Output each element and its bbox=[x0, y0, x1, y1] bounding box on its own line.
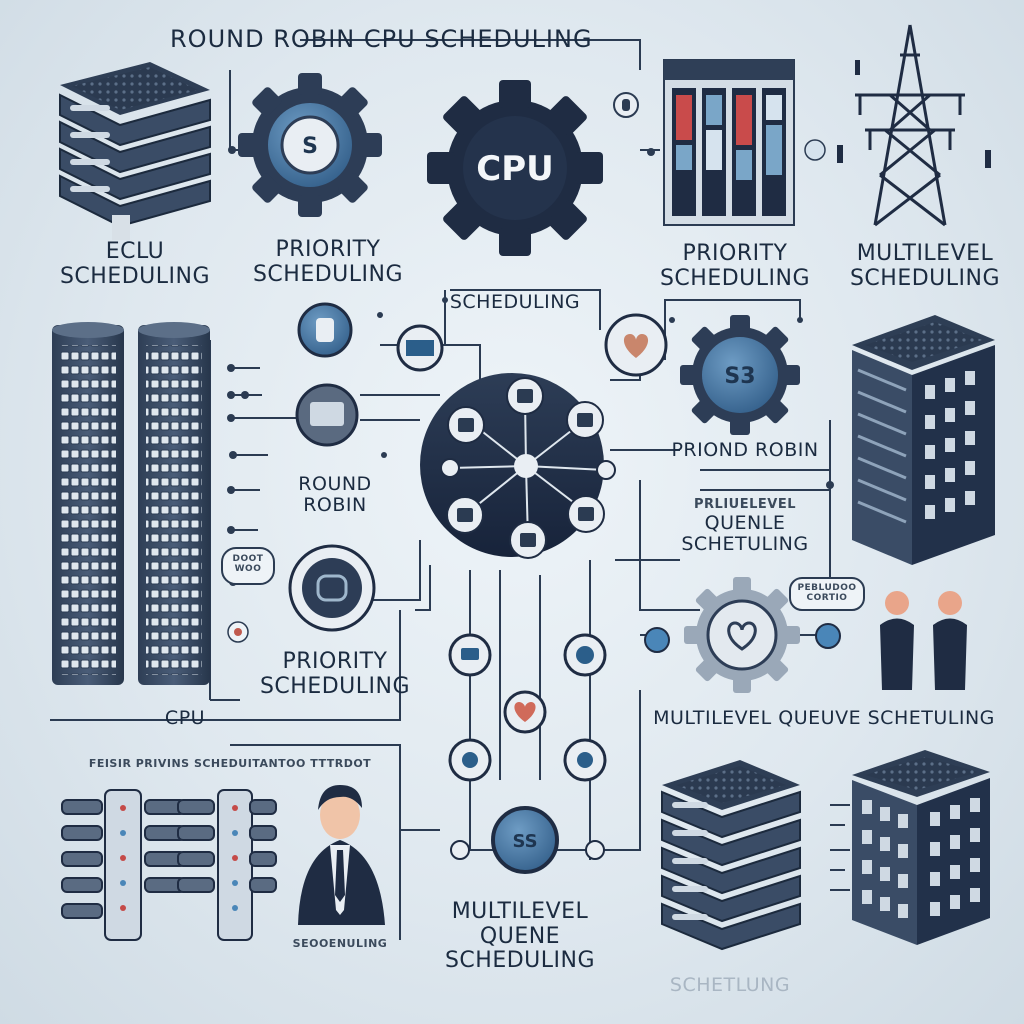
label-multilevel-queue-right: MULTILEVEL QUEUVE SCHETULING bbox=[653, 707, 995, 729]
label-round-robin-line2: ROBIN bbox=[303, 494, 367, 517]
ss-node: SS bbox=[491, 806, 559, 874]
blue-dot-icons bbox=[644, 623, 841, 653]
label-bottom-small: SEOOENULING bbox=[292, 937, 388, 950]
priority-gear-top: S bbox=[238, 73, 382, 217]
label-queue-right-line2: QUENLE bbox=[704, 511, 786, 534]
label-multilevel-bottom-line3: SCHEDULING bbox=[444, 948, 596, 974]
server-stack-top-left bbox=[59, 62, 211, 240]
label-scheduling-center: SCHEDULING bbox=[449, 291, 581, 313]
server-rack-left bbox=[52, 322, 210, 685]
label-priority-top-line1: PRIORITY bbox=[275, 237, 381, 262]
label-queue-right-line3: SCHETULING bbox=[681, 532, 809, 555]
node-label-ss: SS bbox=[512, 831, 537, 852]
label-top-left-line2: SCHEDULING bbox=[59, 263, 211, 289]
label-multilevel-top-line2: SCHEDULING bbox=[849, 265, 1001, 291]
priority-icon bbox=[288, 544, 376, 632]
label-multilevel-top: MULTILEVEL SCHEDULING bbox=[830, 241, 1020, 291]
bubble-right-line1: PEBLUDOO bbox=[797, 583, 857, 593]
central-hub bbox=[420, 373, 616, 559]
label-bottom-strip: FEISIR PRIVINS SCHEDUITANTOO TTTRDOT bbox=[88, 757, 372, 770]
bubble-left-line1: DOOT bbox=[232, 554, 264, 564]
transmission-tower bbox=[855, 24, 965, 227]
s3-gear: S3 bbox=[680, 315, 800, 435]
mini-icon-left bbox=[227, 621, 249, 643]
icon-barcode bbox=[396, 324, 444, 372]
bubble-right-line2: CORTIO bbox=[806, 593, 848, 604]
mini-racks-bottom-left bbox=[61, 789, 277, 941]
label-multilevel-bottom-line2: QUENE bbox=[479, 923, 561, 949]
label-priority-top: PRIORITY SCHEDULING bbox=[228, 237, 428, 287]
label-priority-left: PRIORITY SCHEDULING bbox=[245, 649, 425, 699]
cpu-label: CPU bbox=[476, 149, 553, 189]
label-priority-right-line1: PRIORITY bbox=[682, 241, 788, 266]
server-tower-right bbox=[852, 315, 995, 565]
heart-icon bbox=[604, 313, 668, 377]
connector-lines bbox=[50, 39, 850, 940]
label-priority-left-line2: SCHEDULING bbox=[259, 673, 411, 699]
label-priority-left-line1: PRIORITY bbox=[282, 649, 388, 674]
businessman bbox=[298, 785, 385, 925]
speech-bubble-right bbox=[789, 577, 865, 611]
speech-bubble-left bbox=[221, 547, 275, 585]
gear-label-s: S bbox=[302, 134, 318, 159]
label-top-left-line1: ECLU bbox=[105, 239, 165, 264]
server-cabinet-top bbox=[663, 59, 826, 226]
diagram-title: ROUND ROBIN CPU SCHEDULING bbox=[170, 25, 593, 53]
tower-insulators bbox=[837, 60, 991, 168]
label-cpu-bottom: CPU bbox=[164, 707, 206, 729]
label-priority-top-line2: SCHEDULING bbox=[252, 261, 404, 287]
queue-nodes bbox=[448, 633, 607, 860]
label-top-left: ECLU SCHEDULING bbox=[30, 239, 240, 289]
label-queue-right: PRLIUELEVEL QUENLE SCHETULING bbox=[660, 497, 830, 555]
label-bottom-faint: SCHETLUNG bbox=[669, 974, 791, 996]
label-round-robin-line1: ROUND bbox=[298, 473, 372, 495]
label-priority-right: PRIORITY SCHEDULING bbox=[640, 241, 830, 291]
label-priond-robin: PRIOND ROBIN bbox=[671, 439, 819, 461]
label-queue-right-line1: PRLIUELEVEL bbox=[694, 497, 796, 512]
bubble-left-text: DOOT WOO bbox=[224, 554, 272, 574]
label-multilevel-top-line1: MULTILEVEL bbox=[856, 241, 994, 266]
small-icon-top bbox=[613, 92, 639, 118]
icon-folder bbox=[295, 383, 359, 447]
icon-plug bbox=[297, 302, 353, 358]
bubble-right-text: PEBLUDOO CORTIO bbox=[792, 583, 862, 603]
label-multilevel-bottom: MULTILEVEL QUENE SCHEDULING bbox=[420, 899, 620, 974]
cpu-gear: CPU bbox=[427, 80, 603, 256]
label-multilevel-bottom-line1: MULTILEVEL bbox=[451, 899, 589, 924]
label-priority-right-line2: SCHEDULING bbox=[659, 265, 811, 291]
server-tower-bottom-right bbox=[852, 750, 990, 945]
heart-gear bbox=[684, 577, 800, 693]
two-people bbox=[880, 591, 967, 690]
label-round-robin: ROUND ROBIN bbox=[270, 473, 400, 517]
server-stack-bottom-right bbox=[661, 760, 801, 951]
bubble-left-line2: WOO bbox=[234, 564, 262, 575]
gear-label-s3: S3 bbox=[724, 364, 755, 389]
